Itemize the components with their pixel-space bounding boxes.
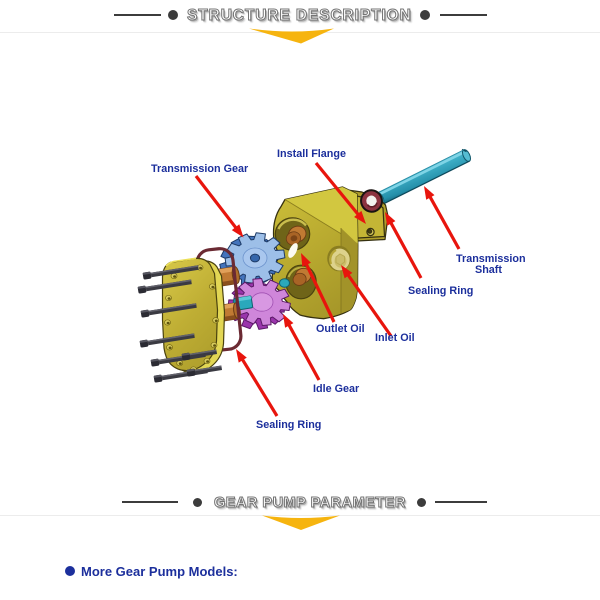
svg-text:Idle Gear: Idle Gear: [313, 383, 360, 395]
svg-text:Outlet Oil: Outlet Oil: [316, 323, 365, 335]
svg-text:Inlet Oil: Inlet Oil: [375, 332, 415, 344]
svg-text:Shaft: Shaft: [475, 264, 502, 276]
svg-text:Sealing Ring: Sealing Ring: [408, 285, 473, 297]
svg-text:Sealing Ring: Sealing Ring: [256, 419, 321, 431]
svg-text:Transmission Gear: Transmission Gear: [151, 163, 249, 175]
svg-text:Install Flange: Install Flange: [277, 148, 346, 160]
svg-text:Transmission: Transmission: [456, 253, 526, 265]
